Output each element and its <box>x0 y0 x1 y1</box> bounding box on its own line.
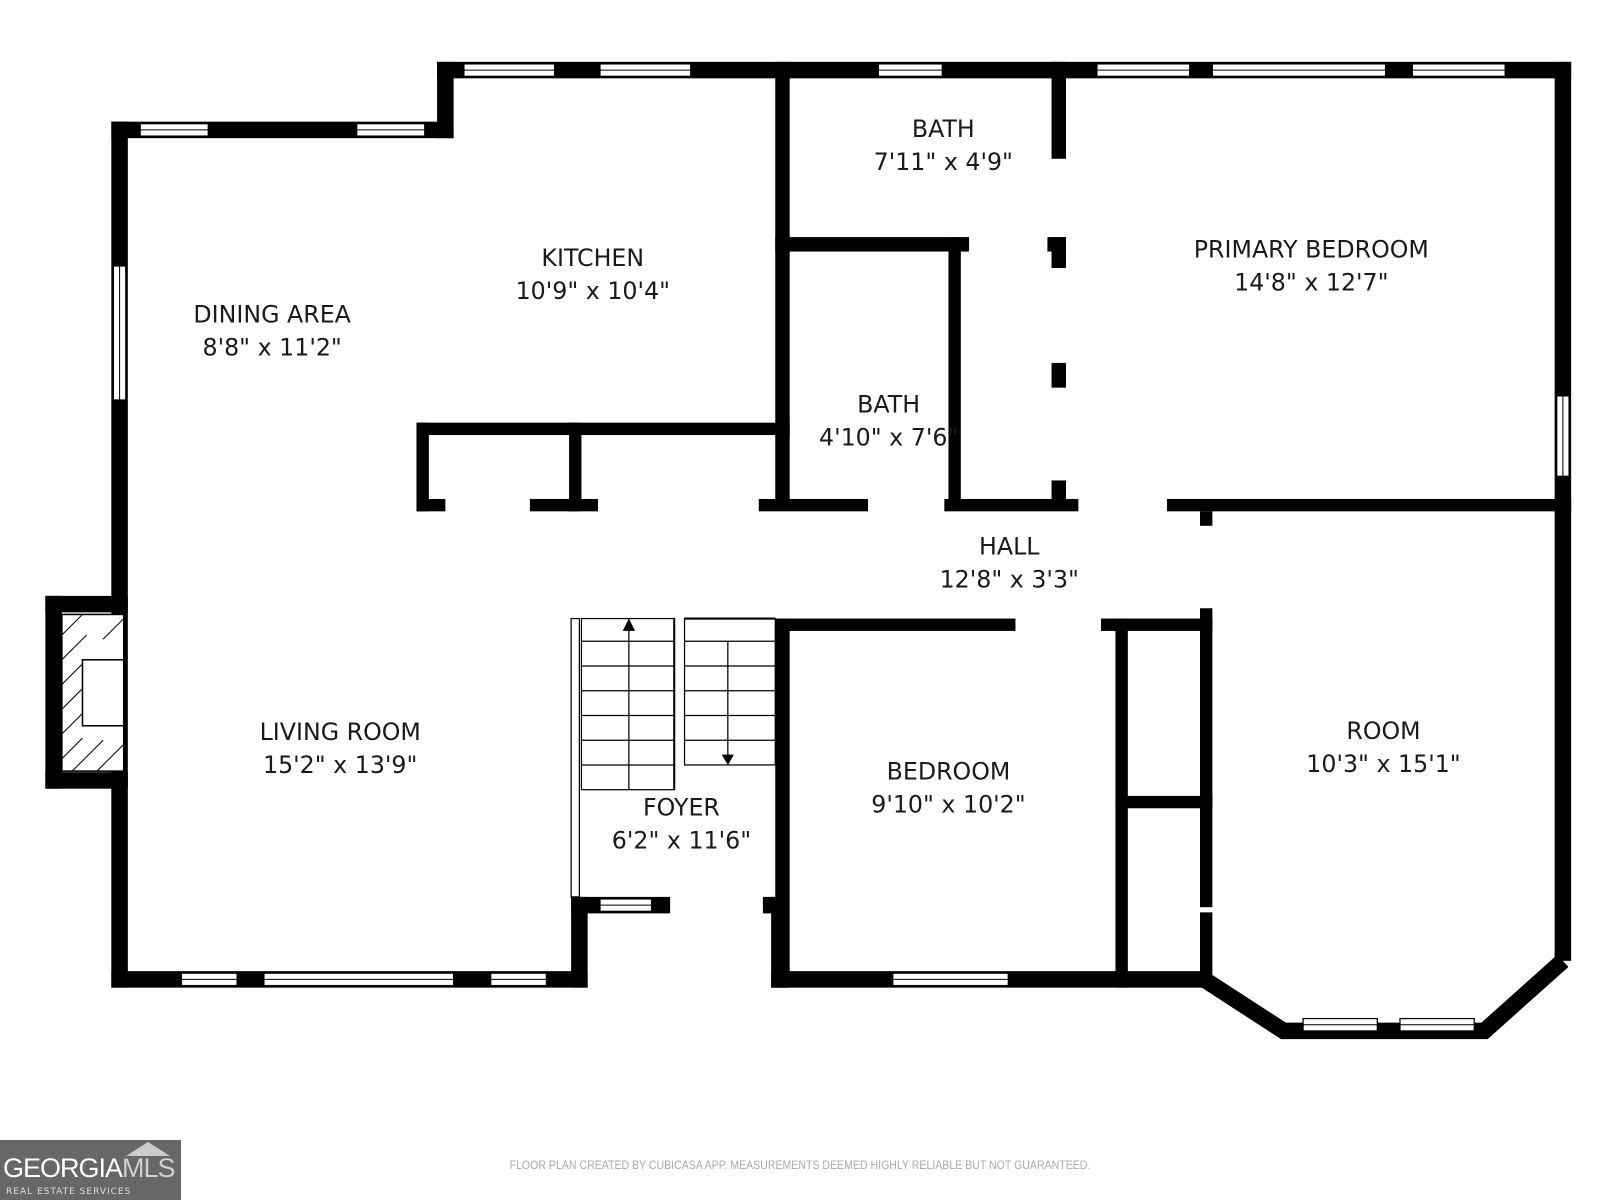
wall <box>45 595 128 613</box>
room-name: PRIMARY BEDROOM <box>1194 236 1429 264</box>
wall <box>944 498 1079 512</box>
logo-brand-suffix: MLS <box>122 1153 176 1183</box>
wall <box>416 498 446 512</box>
wall <box>1200 608 1213 784</box>
room-name: HALL <box>979 533 1040 561</box>
room-dimensions: 6'2" x 11'6" <box>612 826 751 854</box>
wall <box>1051 61 1066 159</box>
room-name: BATH <box>857 390 920 418</box>
stair-arrow-up-icon <box>622 618 636 631</box>
wall <box>1101 618 1213 631</box>
room-dimensions: 7'11" x 4'9" <box>874 148 1013 176</box>
room-dimensions: 14'8" x 12'7" <box>1234 269 1388 297</box>
wall <box>1200 783 1213 908</box>
wall <box>416 422 429 512</box>
wall <box>1115 795 1213 809</box>
logo-brand: GEORGIA <box>3 1153 123 1183</box>
room-name: BEDROOM <box>887 757 1011 785</box>
wall <box>948 237 961 511</box>
wall <box>758 498 869 512</box>
room-dimensions: 10'9" x 10'4" <box>516 277 670 305</box>
wall <box>1051 362 1066 388</box>
walls <box>45 61 1572 1040</box>
wall <box>45 595 62 789</box>
wall <box>111 121 128 988</box>
wall <box>416 422 790 436</box>
wall <box>775 61 790 511</box>
wall <box>571 896 588 988</box>
room-name: ROOM <box>1346 717 1420 745</box>
bay-window-wall <box>1199 954 1569 1040</box>
wall <box>1167 498 1572 512</box>
wall <box>437 61 454 139</box>
room-dimensions: 8'8" x 11'2" <box>202 334 341 362</box>
wall <box>1200 511 1213 526</box>
wall <box>1051 237 1066 269</box>
room-dimensions: 10'3" x 15'1" <box>1306 750 1460 778</box>
wall <box>45 772 128 789</box>
wall <box>529 498 598 512</box>
room-dimensions: 15'2" x 13'9" <box>263 751 417 779</box>
room-name: FOYER <box>643 793 720 821</box>
wall <box>775 237 970 252</box>
wall <box>569 422 582 512</box>
room-dimensions: 12'8" x 3'3" <box>940 566 1079 594</box>
wall <box>775 618 790 988</box>
georgia-mls-logo: GEORGIAMLS REAL ESTATE SERVICES <box>0 1140 181 1200</box>
logo-tagline: REAL ESTATE SERVICES <box>6 1187 132 1197</box>
room-dimensions: 4'10" x 7'6" <box>819 423 958 451</box>
stair-arrow-down-icon <box>721 754 735 765</box>
wall <box>1554 61 1572 961</box>
wall <box>775 618 1016 631</box>
room-name: DINING AREA <box>193 301 351 329</box>
wall <box>1200 912 1213 988</box>
room-name: BATH <box>912 115 975 143</box>
disclaimer-footer: FLOOR PLAN CREATED BY CUBICASA APP. MEAS… <box>509 1158 1091 1172</box>
room-dimensions: 9'10" x 10'2" <box>871 790 1025 818</box>
room-name: LIVING ROOM <box>260 718 421 746</box>
windows <box>112 63 1570 1032</box>
fireplace <box>61 613 125 772</box>
stairs <box>570 617 776 898</box>
room-name: KITCHEN <box>541 244 644 272</box>
